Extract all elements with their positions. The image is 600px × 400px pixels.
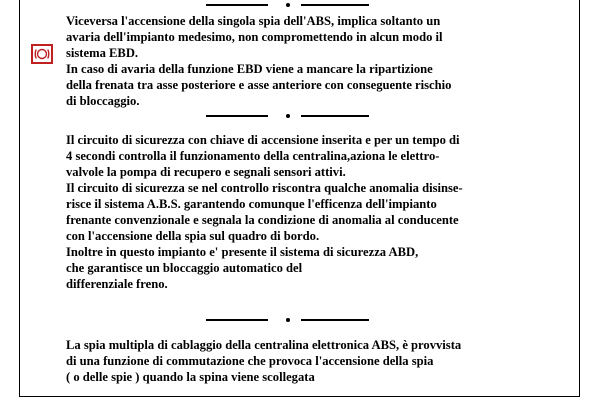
text-line: valvole la pompa di recupero e segnali s… xyxy=(66,165,346,179)
text-line: ( o delle spie ) quando la spina viene s… xyxy=(66,370,315,384)
text-line: Il circuito di sicurezza con chiave di a… xyxy=(66,133,460,147)
text-line: con l'accensione della spia sul quadro d… xyxy=(66,229,320,243)
paragraph-abs-ebd: Viceversa l'accensione della singola spi… xyxy=(66,13,566,109)
page-frame xyxy=(19,0,580,397)
text-line: differenziale freno. xyxy=(66,277,168,291)
text-line: La spia multipla di cablaggio della cent… xyxy=(66,338,462,352)
text-line: 4 secondi controlla il funzionamento del… xyxy=(66,149,440,163)
section-divider-middle xyxy=(0,110,600,122)
text-line: di bloccaggio. xyxy=(66,94,140,108)
text-line: In caso di avaria della funzione EBD vie… xyxy=(66,62,433,76)
text-line: avaria dell'impianto medesimo, non compr… xyxy=(66,30,443,44)
paragraph-safety-circuit: Il circuito di sicurezza con chiave di a… xyxy=(66,132,566,292)
text-line: sistema EBD. xyxy=(66,46,139,60)
text-line: Inoltre in questo impianto e' presente i… xyxy=(66,245,419,259)
brake-warning-lamp-icon xyxy=(31,44,53,64)
text-line: che garantisce un bloccaggio automatico … xyxy=(66,261,303,275)
section-divider-bottom xyxy=(0,314,600,326)
text-line: risce il sistema A.B.S. garantendo comun… xyxy=(66,197,437,211)
paragraph-wiring-lamp: La spia multipla di cablaggio della cent… xyxy=(66,337,566,385)
section-divider-top xyxy=(0,0,600,11)
text-line: Il circuito di sicurezza se nel controll… xyxy=(66,181,463,195)
text-line: frenante convenzionale e segnala la cond… xyxy=(66,213,459,227)
text-line: della frenata tra asse posteriore e asse… xyxy=(66,78,452,92)
text-line: Viceversa l'accensione della singola spi… xyxy=(66,14,441,28)
text-line: di una funzione di commutazione che prov… xyxy=(66,354,434,368)
